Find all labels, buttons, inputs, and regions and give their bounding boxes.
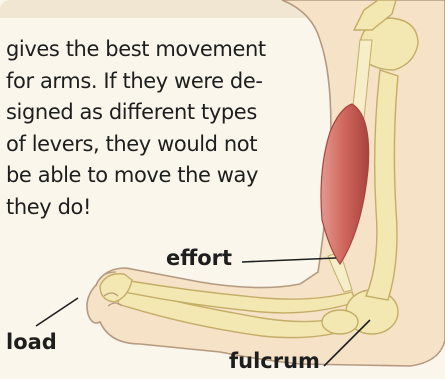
effort-label: effort	[166, 246, 232, 270]
text-line: for arms. If they were de-	[6, 66, 324, 98]
load-label: load	[6, 330, 57, 354]
elbow-olecranon	[322, 310, 358, 334]
text-line: be able to move the way	[6, 160, 324, 192]
text-line: gives the best movement	[6, 34, 324, 66]
load-pointer	[36, 298, 78, 326]
text-line: they do!	[6, 192, 324, 224]
text-line: of levers, they would not	[6, 129, 324, 161]
text-line: signed as different types	[6, 97, 324, 129]
fulcrum-label: fulcrum	[229, 349, 320, 373]
paper-panel	[0, 0, 330, 18]
explanation-text: gives the best movement for arms. If the…	[6, 34, 324, 223]
